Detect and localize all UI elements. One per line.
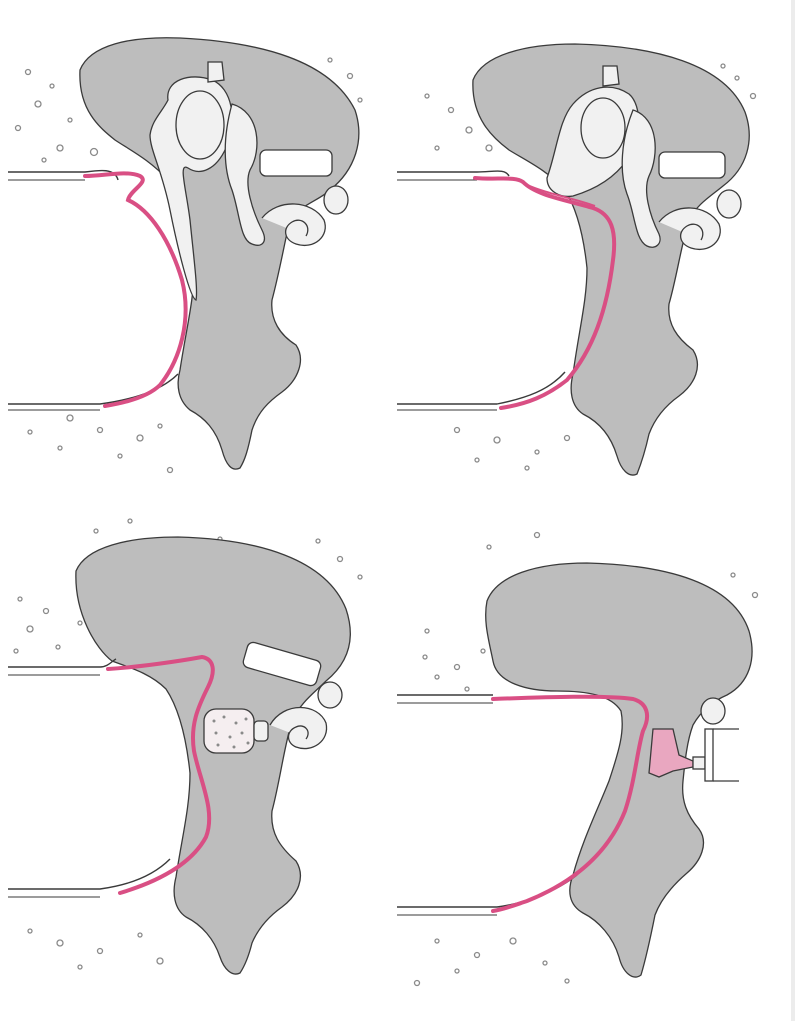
panel-top-left	[0, 0, 398, 510]
canal-wall-lower	[397, 372, 565, 404]
panel-bottom-right	[397, 511, 795, 1021]
canal-wall-upper	[397, 171, 509, 176]
canal-wall-upper	[8, 659, 116, 667]
page-edge	[791, 0, 795, 1021]
footplate-lines	[713, 729, 739, 781]
panel-top-right-drawing	[397, 0, 795, 510]
panel-top-right	[397, 0, 795, 510]
panel-bottom-right-drawing	[397, 511, 795, 1021]
bone-mass	[76, 537, 350, 974]
round-body	[701, 698, 725, 724]
panel-top-left-drawing	[0, 0, 398, 510]
panel-bottom-left	[0, 511, 398, 1021]
panel-bottom-left-drawing	[0, 511, 398, 1021]
round-body	[318, 682, 342, 708]
